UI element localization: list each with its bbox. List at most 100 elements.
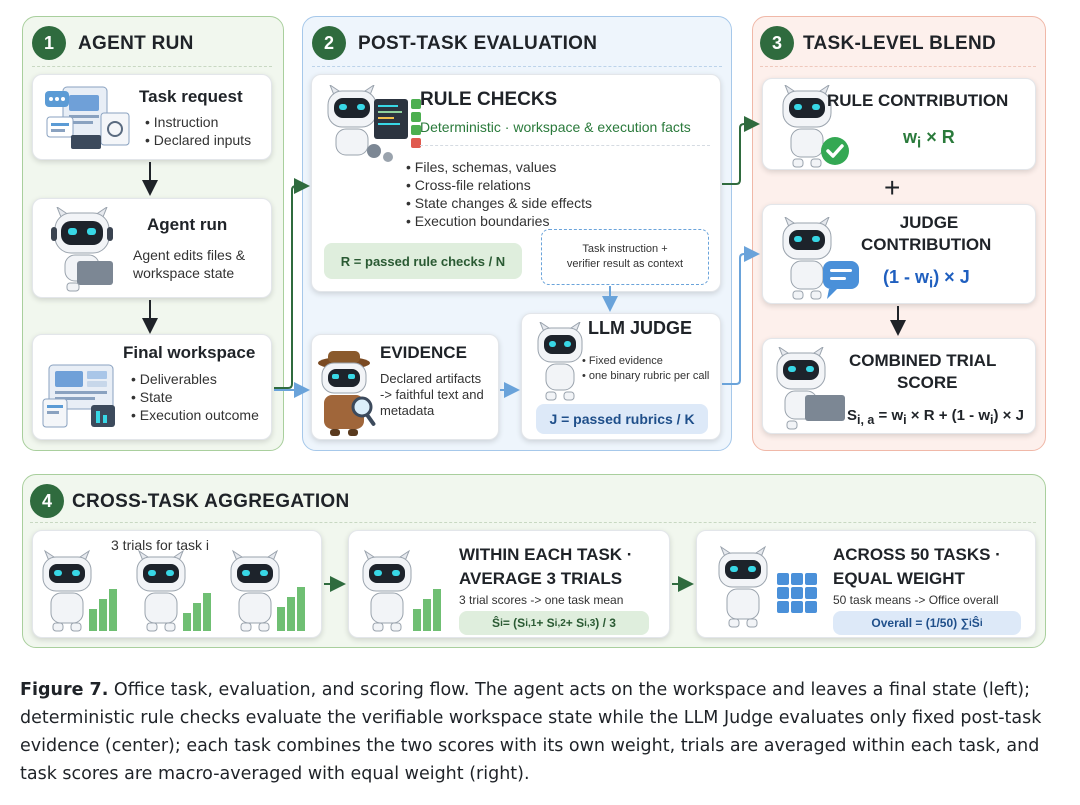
robot-chat-icon xyxy=(782,217,859,300)
agent-run-desc-line2: workspace state xyxy=(133,265,235,281)
robot-chart-icon xyxy=(362,549,441,632)
combined-score-card: COMBINED TRIAL SCORE Si, a = wi × R + (1… xyxy=(762,338,1036,434)
list-item: Deliverables xyxy=(131,370,259,388)
plus-sign: + xyxy=(884,172,901,203)
judge-score-formula: J = passed rubrics / K xyxy=(536,404,708,434)
divider xyxy=(420,145,710,146)
formula-subscript: i xyxy=(929,274,934,292)
dashboard-icon xyxy=(42,364,115,428)
rule-contribution-title: RULE CONTRIBUTION xyxy=(827,91,1009,110)
list-item: State changes & side effects xyxy=(406,194,592,212)
combined-score-formula: Si, a = wi × R + (1 - wi) × J xyxy=(847,407,1024,427)
documents-icon xyxy=(45,86,130,149)
final-workspace-list: Deliverables State Execution outcome xyxy=(131,370,259,424)
rule-checks-title: RULE CHECKS xyxy=(420,89,558,110)
agent-run-card: Agent run Agent edits files & workspace … xyxy=(32,198,272,298)
task-request-title: Task request xyxy=(139,87,243,106)
task-request-card: Task request Instruction Declared inputs xyxy=(32,74,272,160)
rule-contribution-formula: wi × R xyxy=(903,127,955,152)
list-item: one binary rubric per call xyxy=(582,369,709,384)
formula-main: (1 - w xyxy=(883,267,930,287)
evidence-card: EVIDENCE Declared artifacts -> faithful … xyxy=(311,334,499,440)
context-note: Task instruction + verifier result as co… xyxy=(541,229,709,285)
stage-title-post-task-evaluation: POST-TASK EVALUATION xyxy=(358,33,598,54)
stage-number-3: 3 xyxy=(760,26,794,60)
judge-contribution-card: JUDGE CONTRIBUTION (1 - wi) × J xyxy=(762,204,1036,304)
caption-text: Office task, evaluation, and scoring flo… xyxy=(20,680,1042,784)
list-item: State xyxy=(131,388,259,406)
trial-robot-3 xyxy=(230,549,305,632)
trials-label: 3 trials for task i xyxy=(111,537,210,553)
robot-check-icon xyxy=(782,85,849,168)
formula-rest: ) × J xyxy=(933,267,970,287)
robot-laptop-icon xyxy=(776,347,845,430)
rule-checks-subtitle: Deterministic · workspace & execution fa… xyxy=(420,119,691,135)
stage-title-agent-run: AGENT RUN xyxy=(78,33,194,54)
list-item: Files, schemas, values xyxy=(406,158,592,176)
divider xyxy=(760,66,1036,67)
within-task-card: WITHIN EACH TASK · AVERAGE 3 TRIALS 3 tr… xyxy=(348,530,670,638)
rule-checks-list: Files, schemas, values Cross-file relati… xyxy=(406,158,592,230)
evidence-line3: metadata xyxy=(380,403,435,418)
evidence-line2: -> faithful text and xyxy=(380,387,484,402)
robot-grid-icon xyxy=(718,545,817,628)
list-item: Instruction xyxy=(145,113,251,131)
divider xyxy=(312,66,722,67)
within-task-title-line2: AVERAGE 3 TRIALS xyxy=(459,569,623,588)
combined-score-title-line2: SCORE xyxy=(897,373,958,392)
final-workspace-title: Final workspace xyxy=(123,343,256,362)
detective-robot-icon xyxy=(318,351,376,436)
three-robots-with-charts-icon xyxy=(42,549,305,632)
stage-number-2: 2 xyxy=(312,26,346,60)
within-task-sub: 3 trial scores -> one task mean xyxy=(459,593,624,607)
divider xyxy=(32,66,272,67)
figure-caption: Figure 7. Office task, evaluation, and s… xyxy=(20,676,1066,788)
stage-number-4: 4 xyxy=(30,484,64,518)
evidence-line1: Declared artifacts xyxy=(380,371,482,386)
rule-contribution-card: RULE CONTRIBUTION wi × R xyxy=(762,78,1036,170)
judge-contribution-title-line2: CONTRIBUTION xyxy=(861,235,992,254)
robot-coding-icon xyxy=(327,85,421,162)
judge-contribution-formula: (1 - wi) × J xyxy=(883,267,970,292)
within-task-title-line1: WITHIN EACH TASK · xyxy=(459,545,633,564)
across-tasks-title-line2: EQUAL WEIGHT xyxy=(833,569,965,588)
agent-run-title: Agent run xyxy=(147,215,228,234)
list-item: Cross-file relations xyxy=(406,176,592,194)
trials-card: 3 trials for task i xyxy=(32,530,322,638)
formula-weight: w xyxy=(903,127,918,147)
context-note-line2: verifier result as context xyxy=(566,258,684,270)
across-tasks-sub: 50 task means -> Office overall xyxy=(833,593,999,607)
final-workspace-card: Final workspace Deliverables State Execu… xyxy=(32,334,272,440)
caption-label: Figure 7. xyxy=(20,680,109,700)
list-item: Execution outcome xyxy=(131,406,259,424)
judge-contribution-title-line1: JUDGE xyxy=(899,213,959,232)
robot-icon xyxy=(537,322,583,401)
llm-judge-card: LLM JUDGE Fixed evidence one binary rubr… xyxy=(521,313,721,440)
stage-title-cross-task-aggregation: CROSS-TASK AGGREGATION xyxy=(72,491,350,512)
list-item: Declared inputs xyxy=(145,131,251,149)
formula-rest: × R xyxy=(921,127,955,147)
evidence-description: Declared artifacts -> faithful text and … xyxy=(380,371,484,419)
formula-subscript: i xyxy=(917,134,922,152)
trial-robot-2 xyxy=(136,549,211,632)
across-tasks-title-line1: ACROSS 50 TASKS · xyxy=(833,545,1001,564)
list-item: Execution boundaries xyxy=(406,212,592,230)
across-tasks-card: ACROSS 50 TASKS · EQUAL WEIGHT 50 task m… xyxy=(696,530,1036,638)
trial-robot-1 xyxy=(42,549,117,632)
rule-score-formula: R = passed rule checks / N xyxy=(324,243,522,279)
stage-title-task-level-blend: TASK-LEVEL BLEND xyxy=(803,33,997,54)
context-note-line1: Task instruction + xyxy=(582,243,668,255)
rule-checks-card: RULE CHECKS Deterministic · workspace & … xyxy=(311,74,721,292)
combined-score-title-line1: COMBINED TRIAL xyxy=(849,351,997,370)
divider xyxy=(30,522,1036,523)
list-item: Fixed evidence xyxy=(582,354,709,369)
stage-number-1: 1 xyxy=(32,26,66,60)
llm-judge-title: LLM JUDGE xyxy=(588,318,693,338)
llm-judge-list: Fixed evidence one binary rubric per cal… xyxy=(582,354,709,384)
task-request-list: Instruction Declared inputs xyxy=(145,113,251,149)
agent-run-desc-line1: Agent edits files & xyxy=(133,247,246,263)
evidence-title: EVIDENCE xyxy=(380,343,467,362)
robot-laptop-icon xyxy=(51,207,113,292)
